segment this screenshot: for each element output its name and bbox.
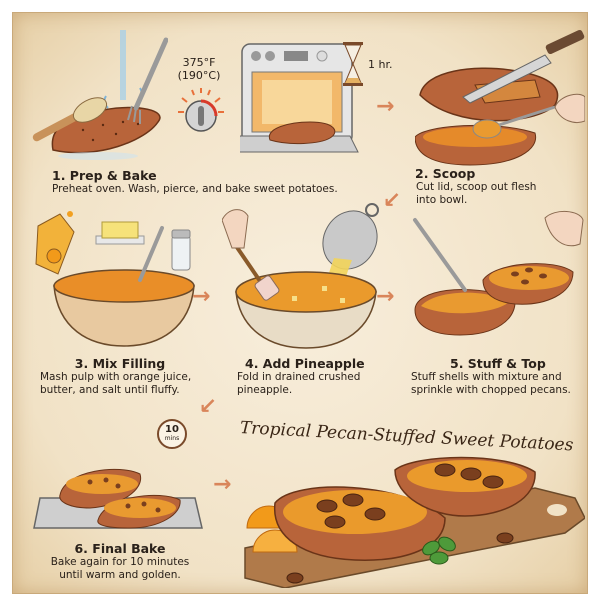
mixing-bowl-icon — [53, 269, 195, 347]
bake-time-label: 1 hr. — [368, 58, 393, 71]
hourglass-icon — [343, 42, 363, 86]
step4-illustration — [222, 203, 379, 349]
fork-icon — [127, 37, 168, 124]
step6-title: 6. Final Bake — [74, 541, 166, 556]
step1-illustration — [32, 30, 168, 160]
juice-carton-icon — [35, 211, 75, 275]
step1-description: Preheat oven. Wash, pierce, and bake swe… — [52, 183, 338, 195]
colander-icon — [322, 203, 379, 270]
step1-title: 1. Prep & Bake — [52, 168, 157, 183]
fork-icon — [138, 226, 164, 282]
step3-illustration — [35, 211, 195, 347]
knife-icon — [462, 30, 585, 104]
arrow-icon: → — [213, 472, 232, 497]
water-stream-icon — [103, 30, 143, 109]
temperature-c: (190°C) — [177, 69, 221, 82]
hand-icon — [222, 209, 249, 249]
salt-shaker-icon — [171, 229, 191, 271]
step6-description: Bake again for 10 minutes until warm and… — [50, 556, 190, 581]
scooped-shell — [415, 124, 537, 166]
pecans-icon — [87, 477, 161, 513]
stuffed-shell-left — [414, 289, 516, 336]
step2-title: 2. Scoop — [415, 166, 476, 181]
sweet-potato-icon — [51, 106, 161, 160]
stuffed-sweet-potato — [59, 468, 181, 529]
step4-title: 4. Add Pineapple — [245, 356, 365, 371]
temperature-f: 375°F — [182, 56, 216, 69]
sweet-potato-icon — [419, 67, 559, 122]
step3-title: 3. Mix Filling — [74, 356, 166, 371]
step5-title: 5. Stuff & Top — [450, 356, 546, 371]
arrow-icon: → — [376, 284, 395, 309]
hand-icon — [544, 211, 584, 247]
spoon-icon — [472, 105, 556, 139]
oven-dial-icon — [178, 88, 224, 132]
step3-description: Mash pulp with orange juice, butter, and… — [40, 371, 192, 396]
step5-illustration — [413, 211, 584, 336]
arrow-icon: → — [376, 94, 395, 119]
butter-icon — [95, 221, 145, 245]
step4-description: Fold in drained crushed pineapple. — [237, 371, 361, 396]
arrow-icon: → — [192, 284, 211, 309]
step2-illustration — [415, 30, 585, 166]
stuffed-shell-right — [482, 263, 574, 305]
spoon-icon — [413, 218, 467, 292]
pecans-icon — [511, 267, 547, 285]
timer-icon: 10 mins — [157, 419, 187, 449]
mint-leaf-icon — [422, 536, 456, 565]
step5-description: Stuff shells with mixture and sprinkle w… — [411, 371, 571, 396]
pecans-icon — [286, 463, 514, 584]
brush-icon — [32, 97, 108, 142]
hand-icon — [554, 93, 585, 123]
final-dish-illustration — [244, 456, 585, 588]
oven-icon — [240, 43, 359, 153]
step6-illustration — [33, 468, 203, 529]
step2-description: Cut lid, scoop out flesh into bowl. — [416, 181, 537, 206]
